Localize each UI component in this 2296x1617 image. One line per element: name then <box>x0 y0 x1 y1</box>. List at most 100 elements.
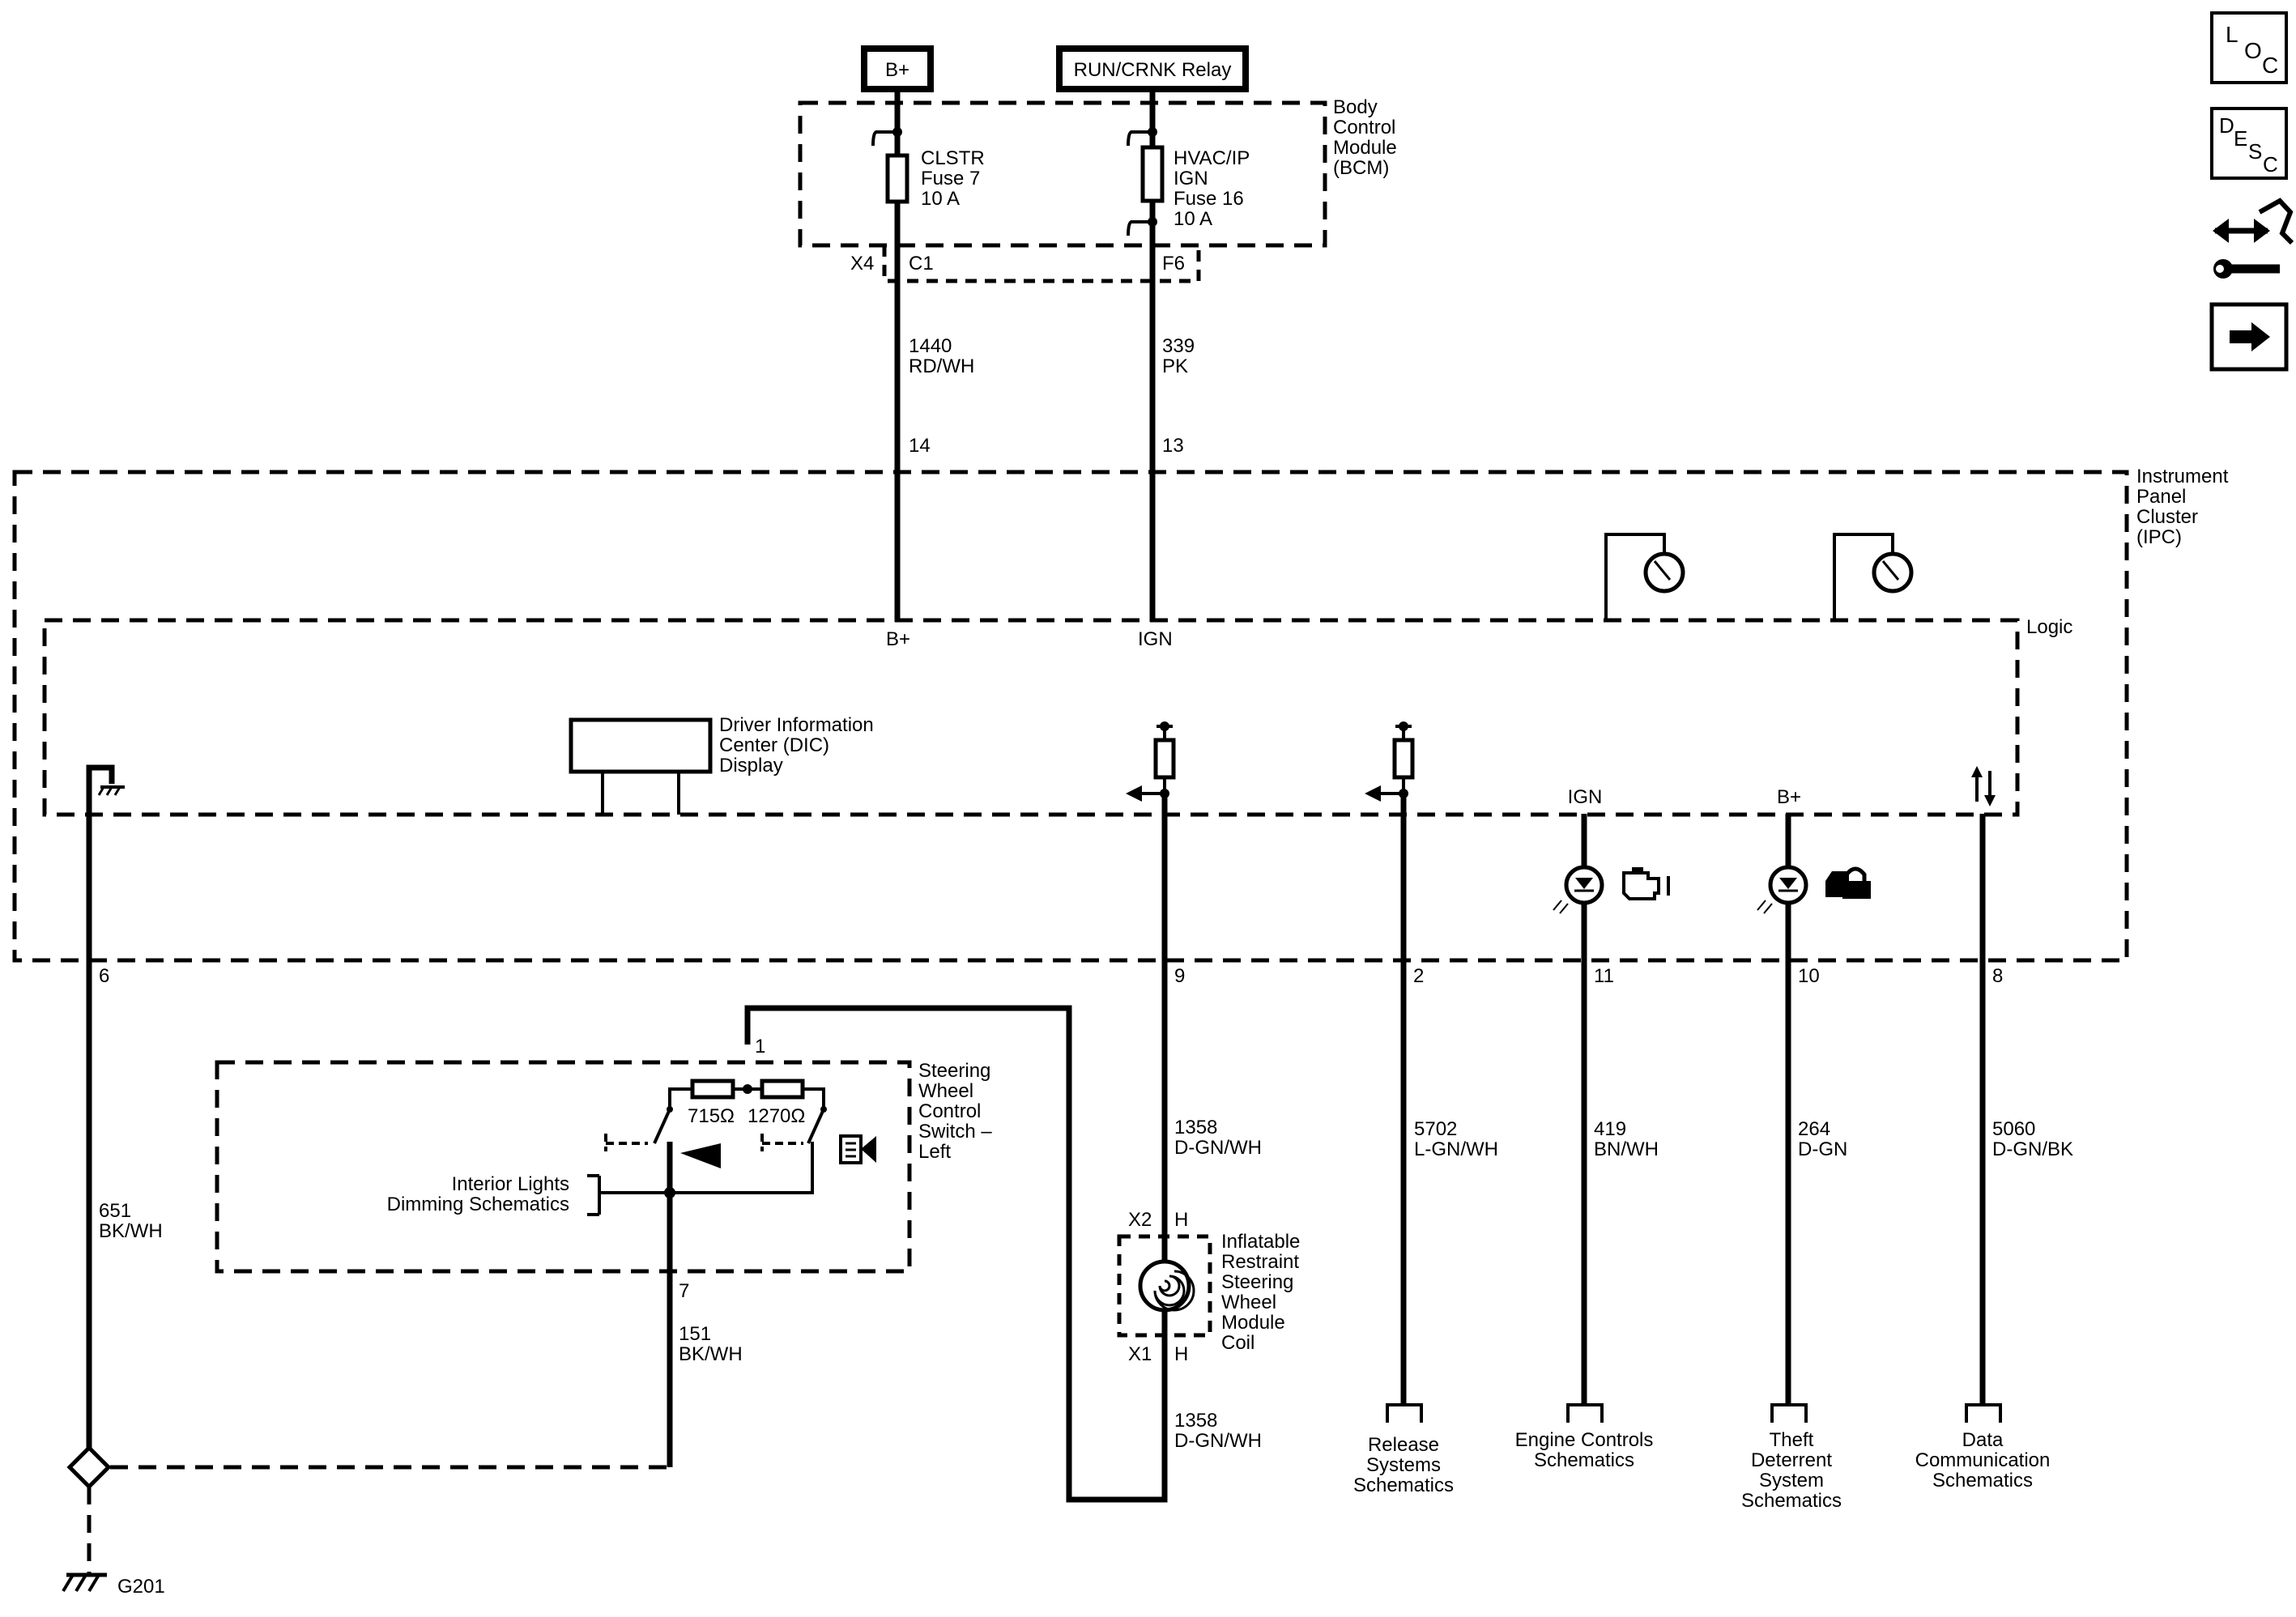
steering-wheel-control-switch: Steering Wheel Control Switch – Left <box>215 1060 992 1274</box>
steering-control-icon <box>839 1134 876 1164</box>
desc-letter-2: E <box>2234 126 2247 151</box>
ipc-name-line3: Cluster <box>2136 506 2198 528</box>
wire-264-color: D-GN <box>1798 1138 1847 1160</box>
ipc-name-line1: Instrument <box>2136 466 2229 487</box>
logic-bplus-label: B+ <box>886 628 910 650</box>
ref-release-line1: Release <box>1368 1434 1439 1456</box>
wire-1440-number: 1440 <box>909 335 952 357</box>
resistor-715-label: 715Ω <box>688 1105 735 1127</box>
wire-264-number: 264 <box>1798 1118 1830 1140</box>
swc-resistor-ladder: 715Ω 1270Ω <box>668 1079 825 1127</box>
coil-name-line5: Module <box>1221 1312 1285 1334</box>
coil-name-line1: Inflatable <box>1221 1231 1300 1253</box>
pin-f6: F6 <box>1162 253 1185 274</box>
ref-engine-controls: Engine Controls Schematics <box>1515 1403 1654 1471</box>
ref-engine-line1: Engine Controls <box>1515 1429 1654 1451</box>
dic-display: Driver Information Center (DIC) Display <box>569 714 874 815</box>
ref-theft-deterrent: Theft Deterrent System Schematics <box>1741 1403 1842 1512</box>
run-crnk-relay-label: RUN/CRNK Relay <box>1074 59 1232 81</box>
splice-diamond-icon <box>66 1445 112 1490</box>
steering-wheel-coil: X2 H X1 H Inflatable Restraint Steering … <box>1117 1209 1300 1365</box>
run-crnk-relay-source: RUN/CRNK Relay <box>1056 45 1249 92</box>
next-page-arrow-button[interactable] <box>2209 302 2289 372</box>
loc-button[interactable]: L O C <box>2210 11 2288 84</box>
coil-x2: X2 <box>1128 1209 1152 1231</box>
bplus-source-label: B+ <box>885 59 909 81</box>
loc-letter-3: C <box>2262 53 2278 78</box>
ipc-name-line4: (IPC) <box>2136 526 2182 548</box>
fuse2-line2: IGN <box>1174 168 1208 189</box>
coil-name-line2: Restraint <box>1221 1251 1299 1273</box>
bcm-name-line3: Module <box>1333 137 1397 159</box>
interior-lights-bracket <box>587 1174 601 1216</box>
security-car-lock-icon <box>1825 866 1871 899</box>
fuse2-line4: 10 A <box>1174 208 1212 230</box>
pin-9: 9 <box>1174 965 1185 987</box>
ref-release-line3: Schematics <box>1353 1474 1454 1496</box>
gauge-icon <box>1833 533 1914 620</box>
connector-wrench-icon[interactable] <box>2213 198 2294 279</box>
wire-151-color: BK/WH <box>679 1343 743 1365</box>
coil-x2-pin: H <box>1174 1209 1188 1231</box>
wire-1440-color: RD/WH <box>909 355 974 377</box>
pin-2: 2 <box>1413 965 1424 987</box>
gauge-icon <box>1604 533 1685 620</box>
wire-5060-color: D-GN/BK <box>1992 1138 2073 1160</box>
led-ign-label: IGN <box>1568 786 1603 808</box>
data-arrows-icon <box>1971 766 1996 806</box>
swc-name-line5: Left <box>918 1141 951 1163</box>
pin-14: 14 <box>909 435 931 457</box>
fuse2-line3: Fuse 16 <box>1174 188 1244 210</box>
bcm-name-line1: Body <box>1333 96 1378 118</box>
wire-5702-color: L-GN/WH <box>1414 1138 1498 1160</box>
dic-line2: Center (DIC) <box>719 734 829 756</box>
swc-switch-left <box>604 1106 721 1168</box>
ref-release-systems: Release Systems Schematics <box>1353 1403 1454 1496</box>
ground-g201-label: G201 <box>117 1576 165 1598</box>
dic-line3: Display <box>719 755 783 777</box>
ref-engine-line2: Schematics <box>1534 1449 1634 1471</box>
loc-letter-1: L <box>2226 22 2238 47</box>
wire-1358a-color: D-GN/WH <box>1174 1137 1262 1159</box>
coil-name-line6: Coil <box>1221 1332 1254 1354</box>
led-bplus-label: B+ <box>1777 786 1801 808</box>
swc-name-line3: Control <box>918 1100 981 1122</box>
fuse1-line3: 10 A <box>921 188 960 210</box>
internal-ground-icon <box>86 764 125 1457</box>
logic-label: Logic <box>2026 616 2072 638</box>
fuse1-line1: CLSTR <box>921 147 985 169</box>
ipc-name-line2: Panel <box>2136 486 2186 508</box>
desc-button[interactable]: D E S C <box>2210 107 2288 180</box>
bcm-name-line4: (BCM) <box>1333 157 1389 179</box>
wire-1358 <box>744 794 1168 1503</box>
pullup-resistor-pin2 <box>1365 721 1415 802</box>
ipc-logic-block: Logic <box>42 616 2072 817</box>
fuse2-line1: HVAC/IP <box>1174 147 1250 169</box>
swc-pin-7: 7 <box>679 1280 689 1302</box>
ref-theft-line1: Theft <box>1770 1429 1814 1451</box>
wire-419-color: BN/WH <box>1594 1138 1659 1160</box>
coil-name-line3: Steering <box>1221 1271 1293 1293</box>
wire-651-color: BK/WH <box>99 1220 163 1242</box>
swc-name-line2: Wheel <box>918 1080 973 1102</box>
wire-1358b-color: D-GN/WH <box>1174 1430 1262 1452</box>
wire-5702-number: 5702 <box>1414 1118 1457 1140</box>
resistor-1270-label: 1270Ω <box>748 1105 805 1127</box>
engine-icon <box>1622 867 1670 900</box>
led-indicator-theft <box>1757 865 1808 914</box>
wire-651-number: 651 <box>99 1200 131 1222</box>
logic-ign-label: IGN <box>1138 628 1173 650</box>
ref-data-line1: Data <box>1962 1429 2004 1451</box>
wire-1358b-number: 1358 <box>1174 1410 1217 1432</box>
swc-switch-right <box>760 1106 827 1151</box>
ground-icon <box>62 1572 107 1593</box>
ref-theft-line3: System <box>1759 1470 1824 1491</box>
coil-x1-pin: H <box>1174 1343 1188 1365</box>
loc-letter-2: O <box>2244 38 2262 63</box>
led-indicator-engine <box>1553 865 1604 914</box>
connector-x4: X4 <box>850 253 874 274</box>
bcm-name-line2: Control <box>1333 117 1395 138</box>
ref-theft-line4: Schematics <box>1741 1490 1842 1512</box>
interior-lights-line1: Interior Lights <box>452 1173 569 1195</box>
